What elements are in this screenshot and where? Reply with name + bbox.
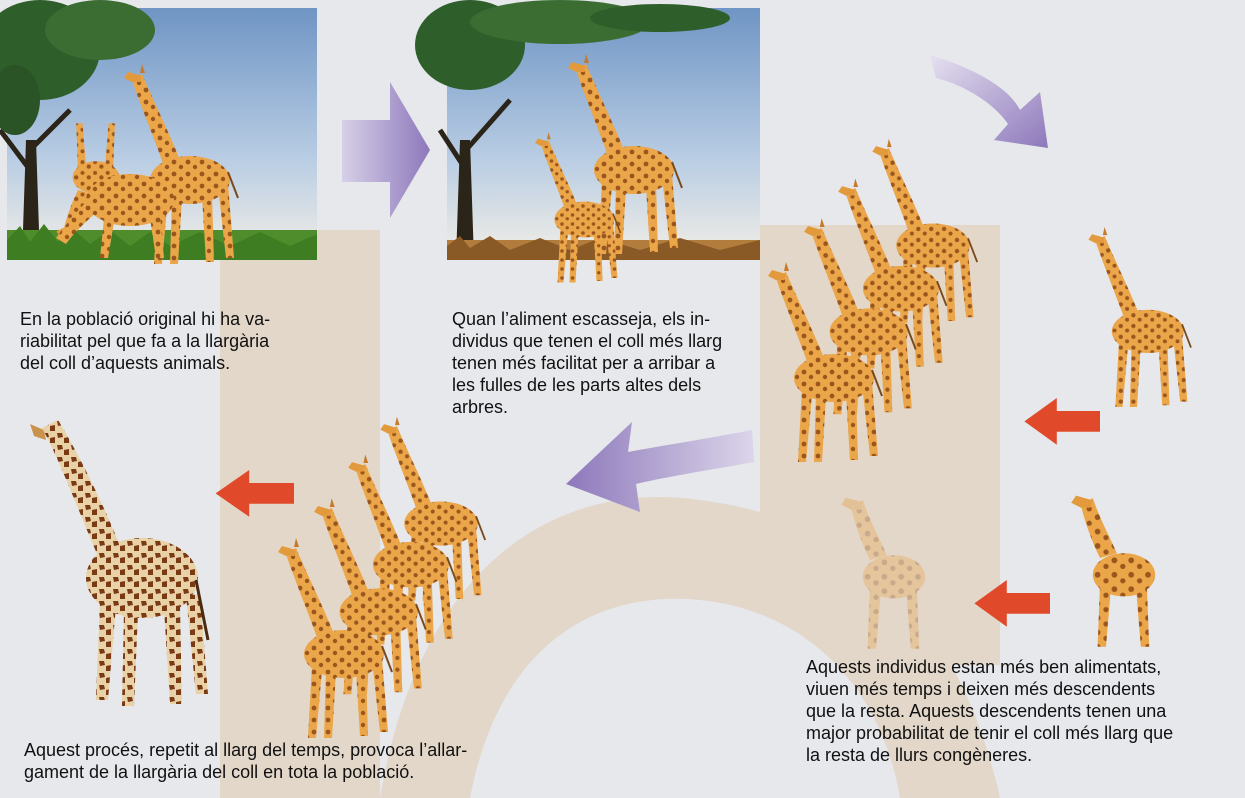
giraffe-icon (1088, 227, 1191, 407)
arrow-icon (1024, 398, 1100, 445)
arrow-icon (930, 55, 1048, 148)
giraffe-icon (1071, 496, 1155, 647)
caption-scarce-food: Quan l’aliment escasseja, els in- dividu… (452, 309, 727, 417)
arrow-icon (342, 82, 430, 218)
scene-panel-original-population (0, 0, 317, 264)
giraffe-icon (30, 420, 208, 706)
caption-better-fed: Aquests individus estan més ben alimenta… (806, 657, 1178, 765)
scene-panel-scarce-food (415, 0, 760, 283)
